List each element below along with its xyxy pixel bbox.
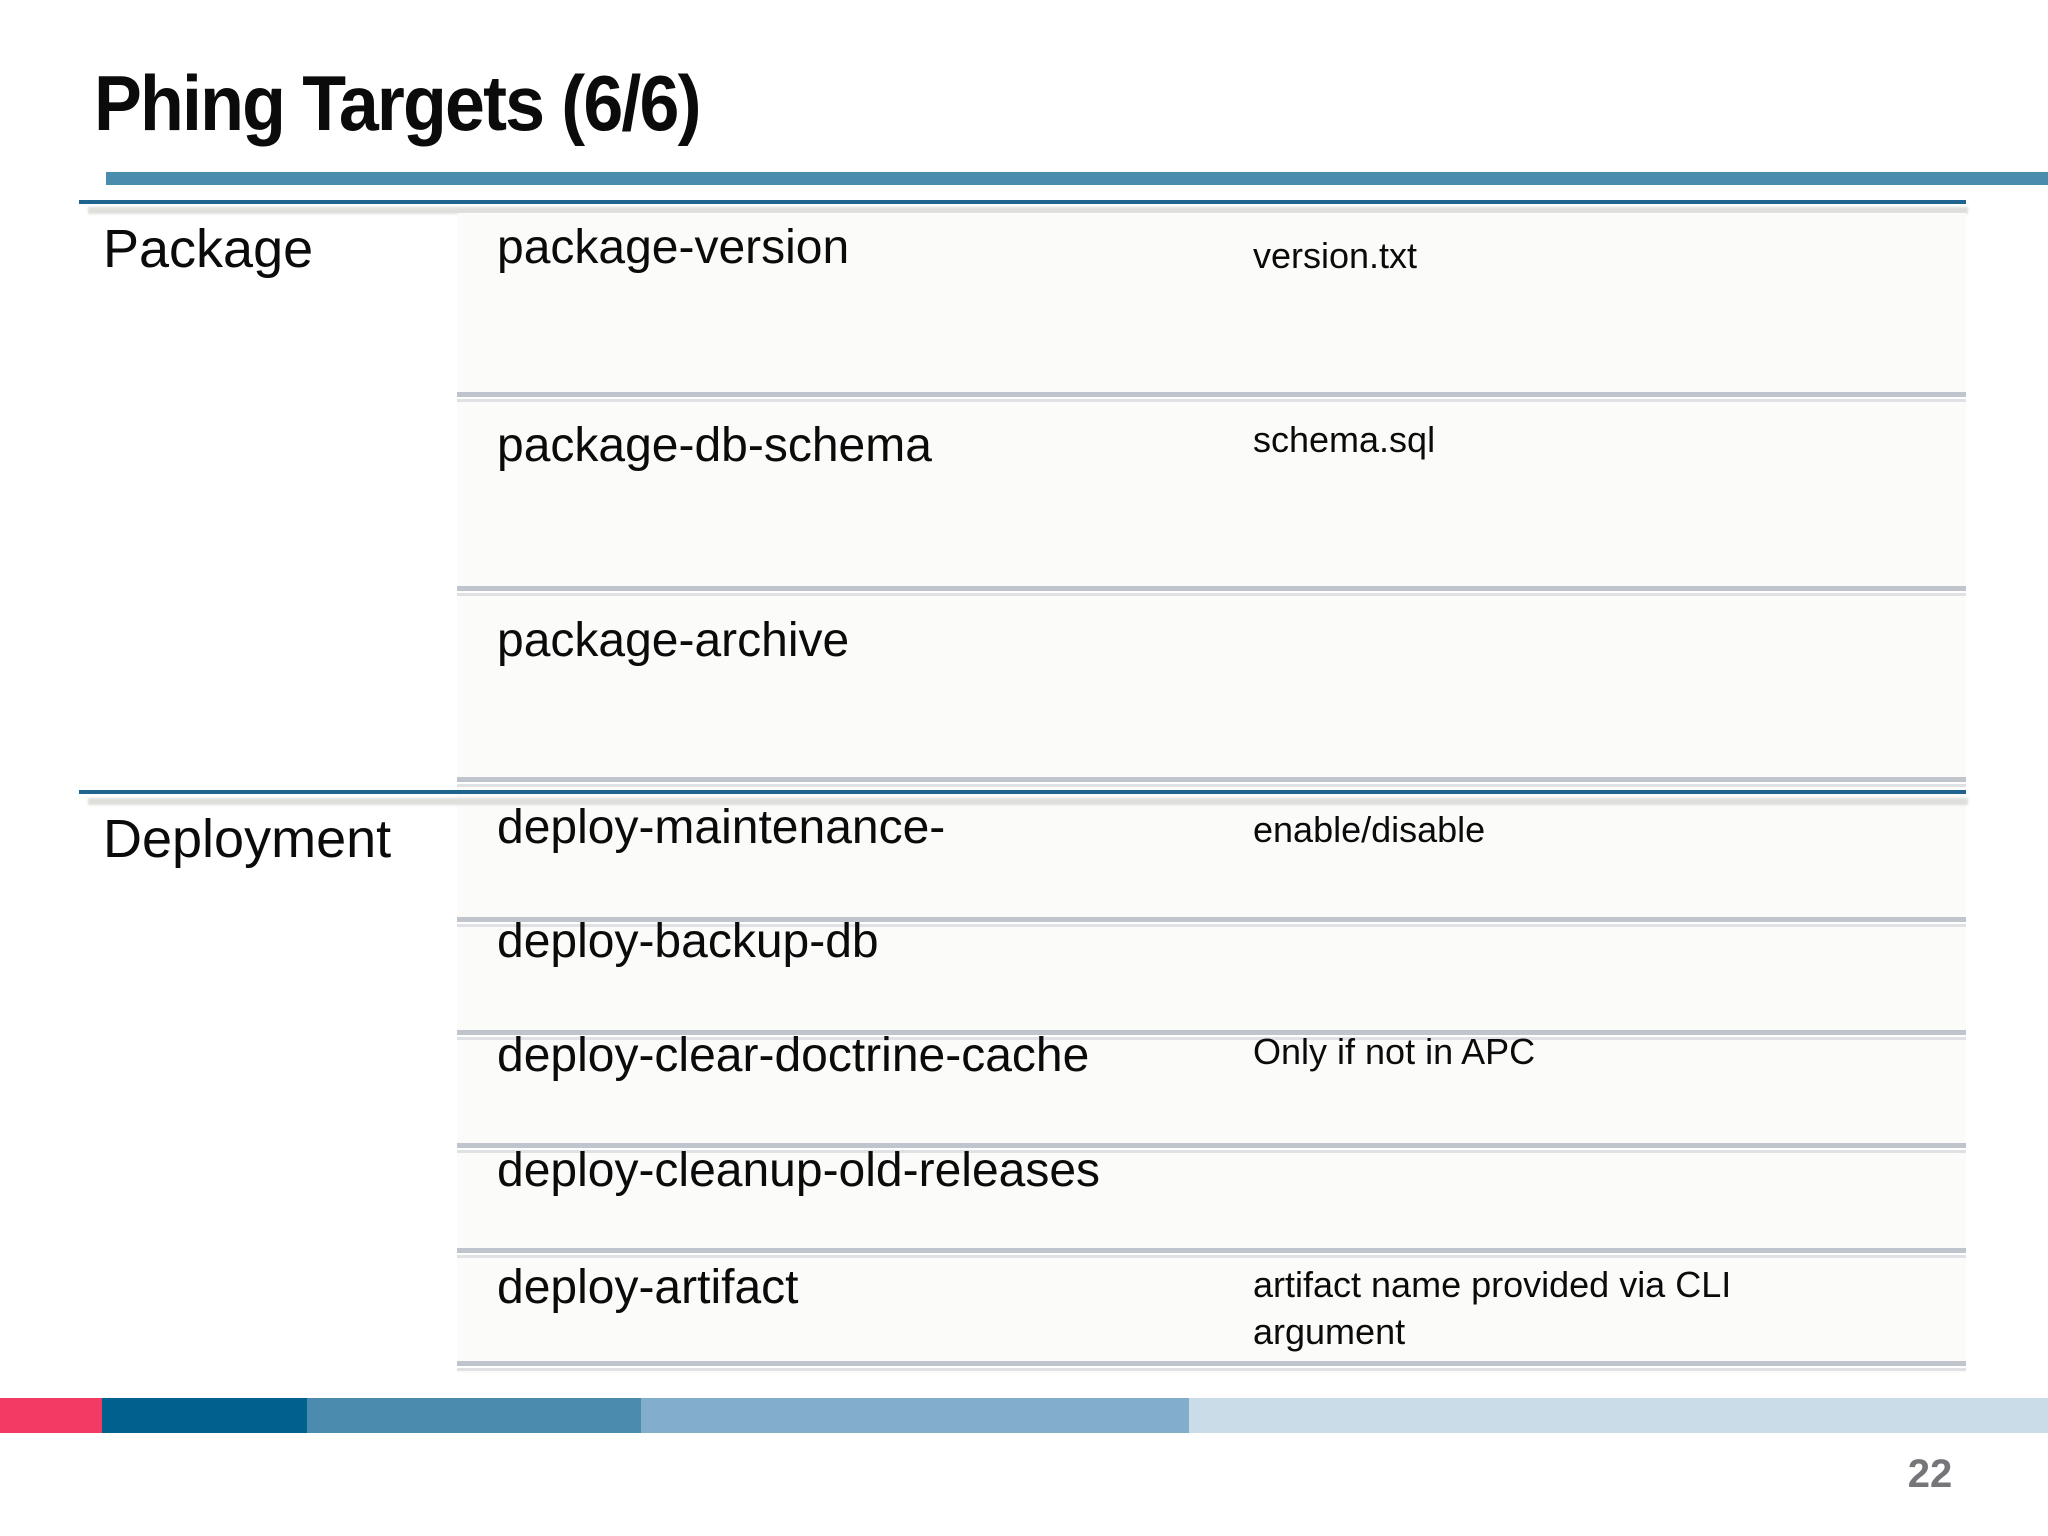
table-cell-target: package-archive: [497, 614, 850, 667]
row-separator: [457, 1030, 1966, 1041]
title-rule-thin: [79, 200, 1966, 204]
section-rule: [79, 790, 1966, 794]
row-separator: [457, 917, 1966, 928]
row-separator: [457, 392, 1966, 403]
slide-title: Phing Targets (6/6): [94, 59, 702, 147]
table-cell-target: deploy-cleanup-old-releases: [497, 1144, 1101, 1197]
table-cell-target: deploy-artifact: [497, 1261, 799, 1314]
title-rule-thick: [106, 172, 2048, 185]
table-cell-target: deploy-backup-db: [497, 915, 879, 968]
row-separator: [457, 1143, 1966, 1154]
row-separator: [457, 586, 1966, 597]
table-cell-target: package-db-schema: [497, 419, 932, 472]
title-rule-shadow: [88, 207, 1968, 214]
row-separator: [457, 1361, 1966, 1372]
section-rule-shadow: [88, 798, 1968, 805]
table-cell-description: enable/disable: [1253, 809, 1486, 850]
footer-bar-segment-palestblue: [1189, 1398, 2048, 1433]
footer-bar-segment-mediumblue: [307, 1398, 641, 1433]
table-cell-description: schema.sql: [1253, 419, 1436, 460]
table-cell-description: version.txt: [1253, 235, 1418, 276]
page-number: 22: [1907, 1452, 1953, 1496]
table-cell-target: deploy-clear-doctrine-cache: [497, 1029, 1090, 1082]
section-label-deployment: Deployment: [103, 809, 392, 869]
footer-bar-segment-pink: [0, 1398, 102, 1433]
row-separator: [457, 777, 1966, 788]
table-cell-description: Only if not in APC: [1253, 1031, 1536, 1072]
footer-bar-segment-darkblue: [102, 1398, 307, 1433]
table-cell-target: deploy-maintenance-: [497, 801, 946, 854]
table-cell-target: package-version: [497, 221, 850, 274]
section-label-package: Package: [103, 219, 314, 279]
table-cell-description: artifact name provided via CLI argument: [1253, 1264, 1732, 1352]
footer-bar-segment-lightblue: [641, 1398, 1189, 1433]
row-separator: [457, 1248, 1966, 1259]
